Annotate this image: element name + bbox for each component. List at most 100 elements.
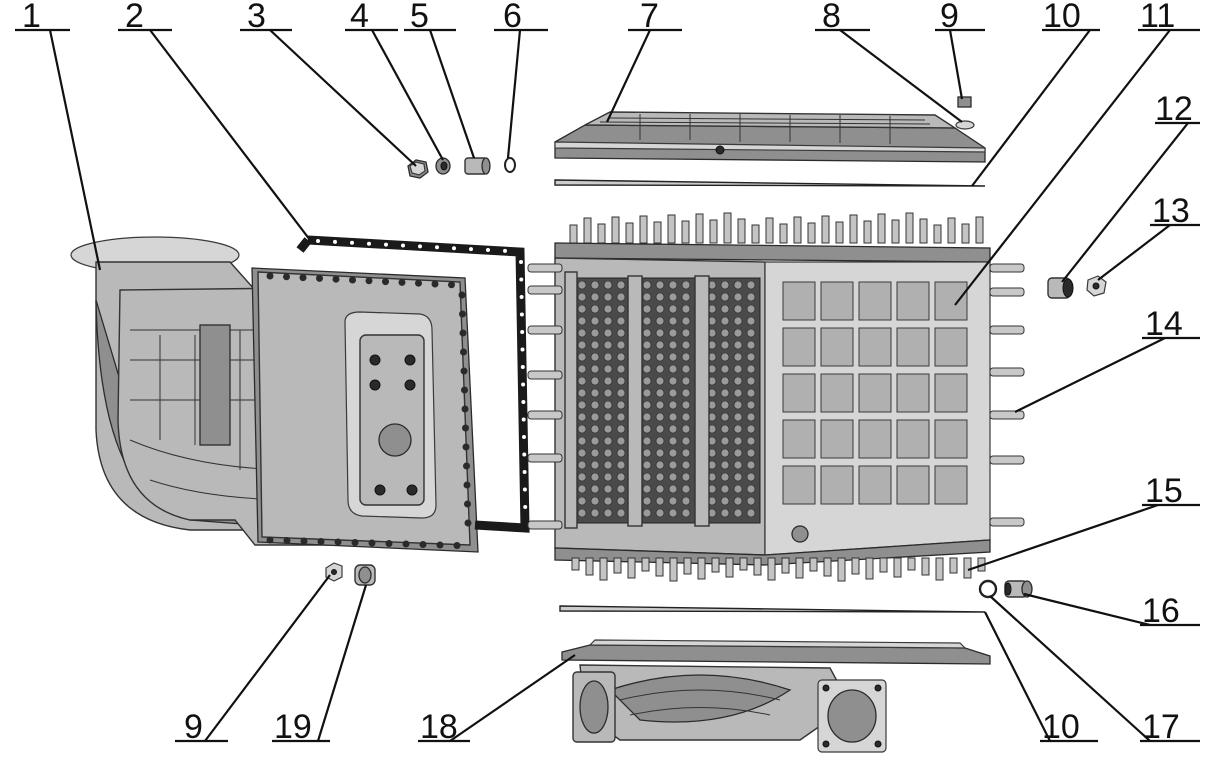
matrix-tube-end (577, 304, 587, 314)
matrix-tube-end (746, 328, 756, 338)
matrix-tube-end (720, 328, 730, 338)
part-fitting-16 (1004, 580, 1033, 598)
matrix-tube-end (577, 364, 587, 374)
top-tube (765, 217, 774, 244)
part-washer-8 (955, 120, 975, 130)
matrix-tube-end (668, 508, 678, 518)
gasket-hole (452, 246, 456, 251)
matrix-tube-end (668, 340, 678, 350)
side-window (934, 373, 968, 413)
matrix-tube-end (603, 292, 613, 302)
gasket-hole (522, 452, 527, 457)
matrix-tube-end (733, 340, 743, 350)
top-tube (723, 212, 732, 244)
flange-bolt (283, 273, 290, 281)
matrix-tube-end (603, 304, 613, 314)
matrix-tube-end (590, 328, 600, 338)
flange-bolt (462, 424, 469, 432)
matrix-tube-end (655, 388, 665, 398)
side-rod (527, 520, 563, 530)
matrix-tube-end (720, 376, 730, 386)
matrix-tube-end (642, 316, 652, 326)
matrix-tube-end (577, 328, 587, 338)
matrix-tube-end (603, 472, 613, 482)
matrix-tube-end (746, 496, 756, 506)
matrix-tube-end (642, 508, 652, 518)
matrix-tube-end (668, 304, 678, 314)
callout-17: 17 (1142, 708, 1180, 746)
matrix-tube-end (616, 508, 626, 518)
matrix-tube-end (720, 364, 730, 374)
matrix-tube-end (681, 304, 691, 314)
matrix-tube-end (616, 460, 626, 470)
matrix-tube-end (590, 280, 600, 290)
top-tube (583, 217, 592, 244)
matrix-tube-end (668, 496, 678, 506)
gasket-hole (522, 470, 527, 474)
matrix-tube-end (616, 352, 626, 362)
part-bushing-12 (1047, 277, 1074, 299)
bottom-tube (921, 557, 930, 576)
flange-bolt (460, 367, 468, 375)
gasket-hole (435, 245, 439, 250)
flange-bolt (402, 540, 410, 548)
matrix-tube-end (681, 376, 691, 386)
side-window (858, 419, 892, 459)
top-tube (919, 218, 928, 244)
matrix-tube-end (577, 448, 587, 458)
callout-10-bottom: 10 (1042, 708, 1080, 746)
side-window (858, 281, 892, 321)
matrix-tube-end (720, 400, 730, 410)
matrix-tube-end (668, 388, 678, 398)
matrix-tube-end (590, 412, 600, 422)
matrix-tube-end (746, 292, 756, 302)
flange-bolt (316, 274, 323, 282)
part-nut-13 (1086, 275, 1107, 297)
matrix-tube-end (655, 508, 665, 518)
matrix-tube-end (720, 484, 730, 494)
matrix-tube-end (655, 292, 665, 302)
matrix-tube-end (655, 304, 665, 314)
side-rod (989, 325, 1025, 335)
top-tube (821, 215, 830, 244)
matrix-tube-end (681, 508, 691, 518)
side-window (896, 465, 930, 505)
callout-7: 7 (640, 0, 659, 35)
side-window (858, 327, 892, 367)
matrix-tube-end (668, 412, 678, 422)
matrix-tube-end (577, 352, 587, 362)
gasket-hole (522, 487, 527, 492)
flange-bolt (365, 277, 373, 285)
bottom-tube (963, 557, 972, 579)
side-rod (989, 287, 1025, 297)
matrix-tube-end (720, 340, 730, 350)
side-window (820, 281, 854, 321)
matrix-tube-end (577, 316, 587, 326)
matrix-tube-end (577, 484, 587, 494)
matrix-tube-end (746, 352, 756, 362)
matrix-tube-end (655, 460, 665, 470)
callout-10-top: 10 (1043, 0, 1081, 35)
gasket-hole (316, 239, 320, 243)
matrix-tube-end (603, 352, 613, 362)
side-rod (527, 453, 563, 463)
callout-8: 8 (822, 0, 841, 35)
matrix-tube-end (746, 304, 756, 314)
matrix-tube-end (616, 400, 626, 410)
flange-bolt (419, 541, 427, 548)
flange-bolt (461, 386, 468, 394)
matrix-tube-end (616, 388, 626, 398)
matrix-tube-end (681, 316, 691, 326)
side-window (934, 327, 968, 367)
top-tube (891, 219, 900, 244)
matrix-tube-end (603, 508, 613, 518)
matrix-tube-end (603, 436, 613, 446)
matrix-tube-end (681, 400, 691, 410)
matrix-tube-end (590, 484, 600, 494)
matrix-tube-end (720, 496, 730, 506)
bottom-tube (669, 557, 678, 582)
side-window (782, 465, 816, 505)
matrix-tube-end (616, 364, 626, 374)
gasket-hole (367, 241, 371, 246)
